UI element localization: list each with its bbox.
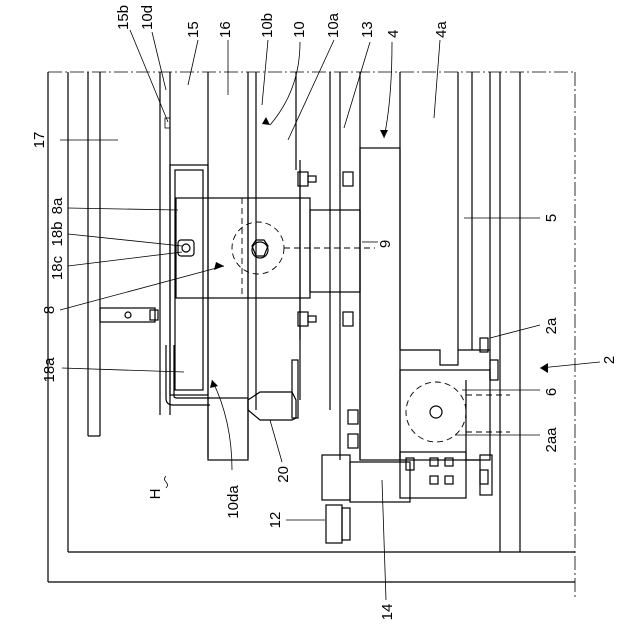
tilde-mark bbox=[165, 476, 168, 488]
label-2aa: 2aa bbox=[543, 427, 560, 453]
assembly-14 bbox=[322, 452, 492, 543]
bracket-2aa bbox=[400, 350, 510, 460]
label-12: 12 bbox=[267, 512, 284, 529]
label-18c: 18c bbox=[49, 255, 66, 280]
label-18b: 18b bbox=[49, 221, 66, 246]
label-10d: 10d bbox=[139, 5, 156, 30]
label-4a: 4a bbox=[433, 21, 450, 38]
bolts bbox=[298, 172, 488, 484]
component-20 bbox=[208, 360, 298, 460]
label-2a: 2a bbox=[543, 317, 560, 334]
label-17: 17 bbox=[31, 132, 48, 149]
label-4: 4 bbox=[385, 30, 402, 38]
label-15: 15 bbox=[185, 21, 202, 38]
label-5: 5 bbox=[543, 214, 560, 222]
label-14: 14 bbox=[379, 604, 396, 621]
label-20: 20 bbox=[275, 466, 292, 483]
label-13: 13 bbox=[359, 21, 376, 38]
label-18a: 18a bbox=[41, 357, 58, 383]
label-H: H bbox=[147, 489, 164, 500]
label-9: 9 bbox=[377, 240, 394, 248]
bracket-17 bbox=[100, 308, 158, 322]
label-6: 6 bbox=[543, 388, 560, 396]
label-10da: 10da bbox=[225, 485, 242, 519]
label-2: 2 bbox=[601, 356, 618, 364]
arrowheads bbox=[210, 117, 548, 388]
labels: 15b 10d 15 16 10b 10 10a 13 4 4a 17 8a 1… bbox=[31, 5, 618, 620]
rails bbox=[160, 72, 490, 460]
label-10a: 10a bbox=[325, 12, 342, 38]
plate-8a bbox=[176, 160, 375, 340]
label-16: 16 bbox=[217, 21, 234, 38]
label-10b: 10b bbox=[259, 13, 276, 38]
label-8a: 8a bbox=[49, 197, 66, 214]
label-10: 10 bbox=[291, 21, 308, 38]
label-15b: 15b bbox=[115, 5, 132, 30]
label-8: 8 bbox=[41, 306, 58, 314]
plate-4 bbox=[360, 148, 400, 460]
outer-frame bbox=[48, 72, 575, 600]
